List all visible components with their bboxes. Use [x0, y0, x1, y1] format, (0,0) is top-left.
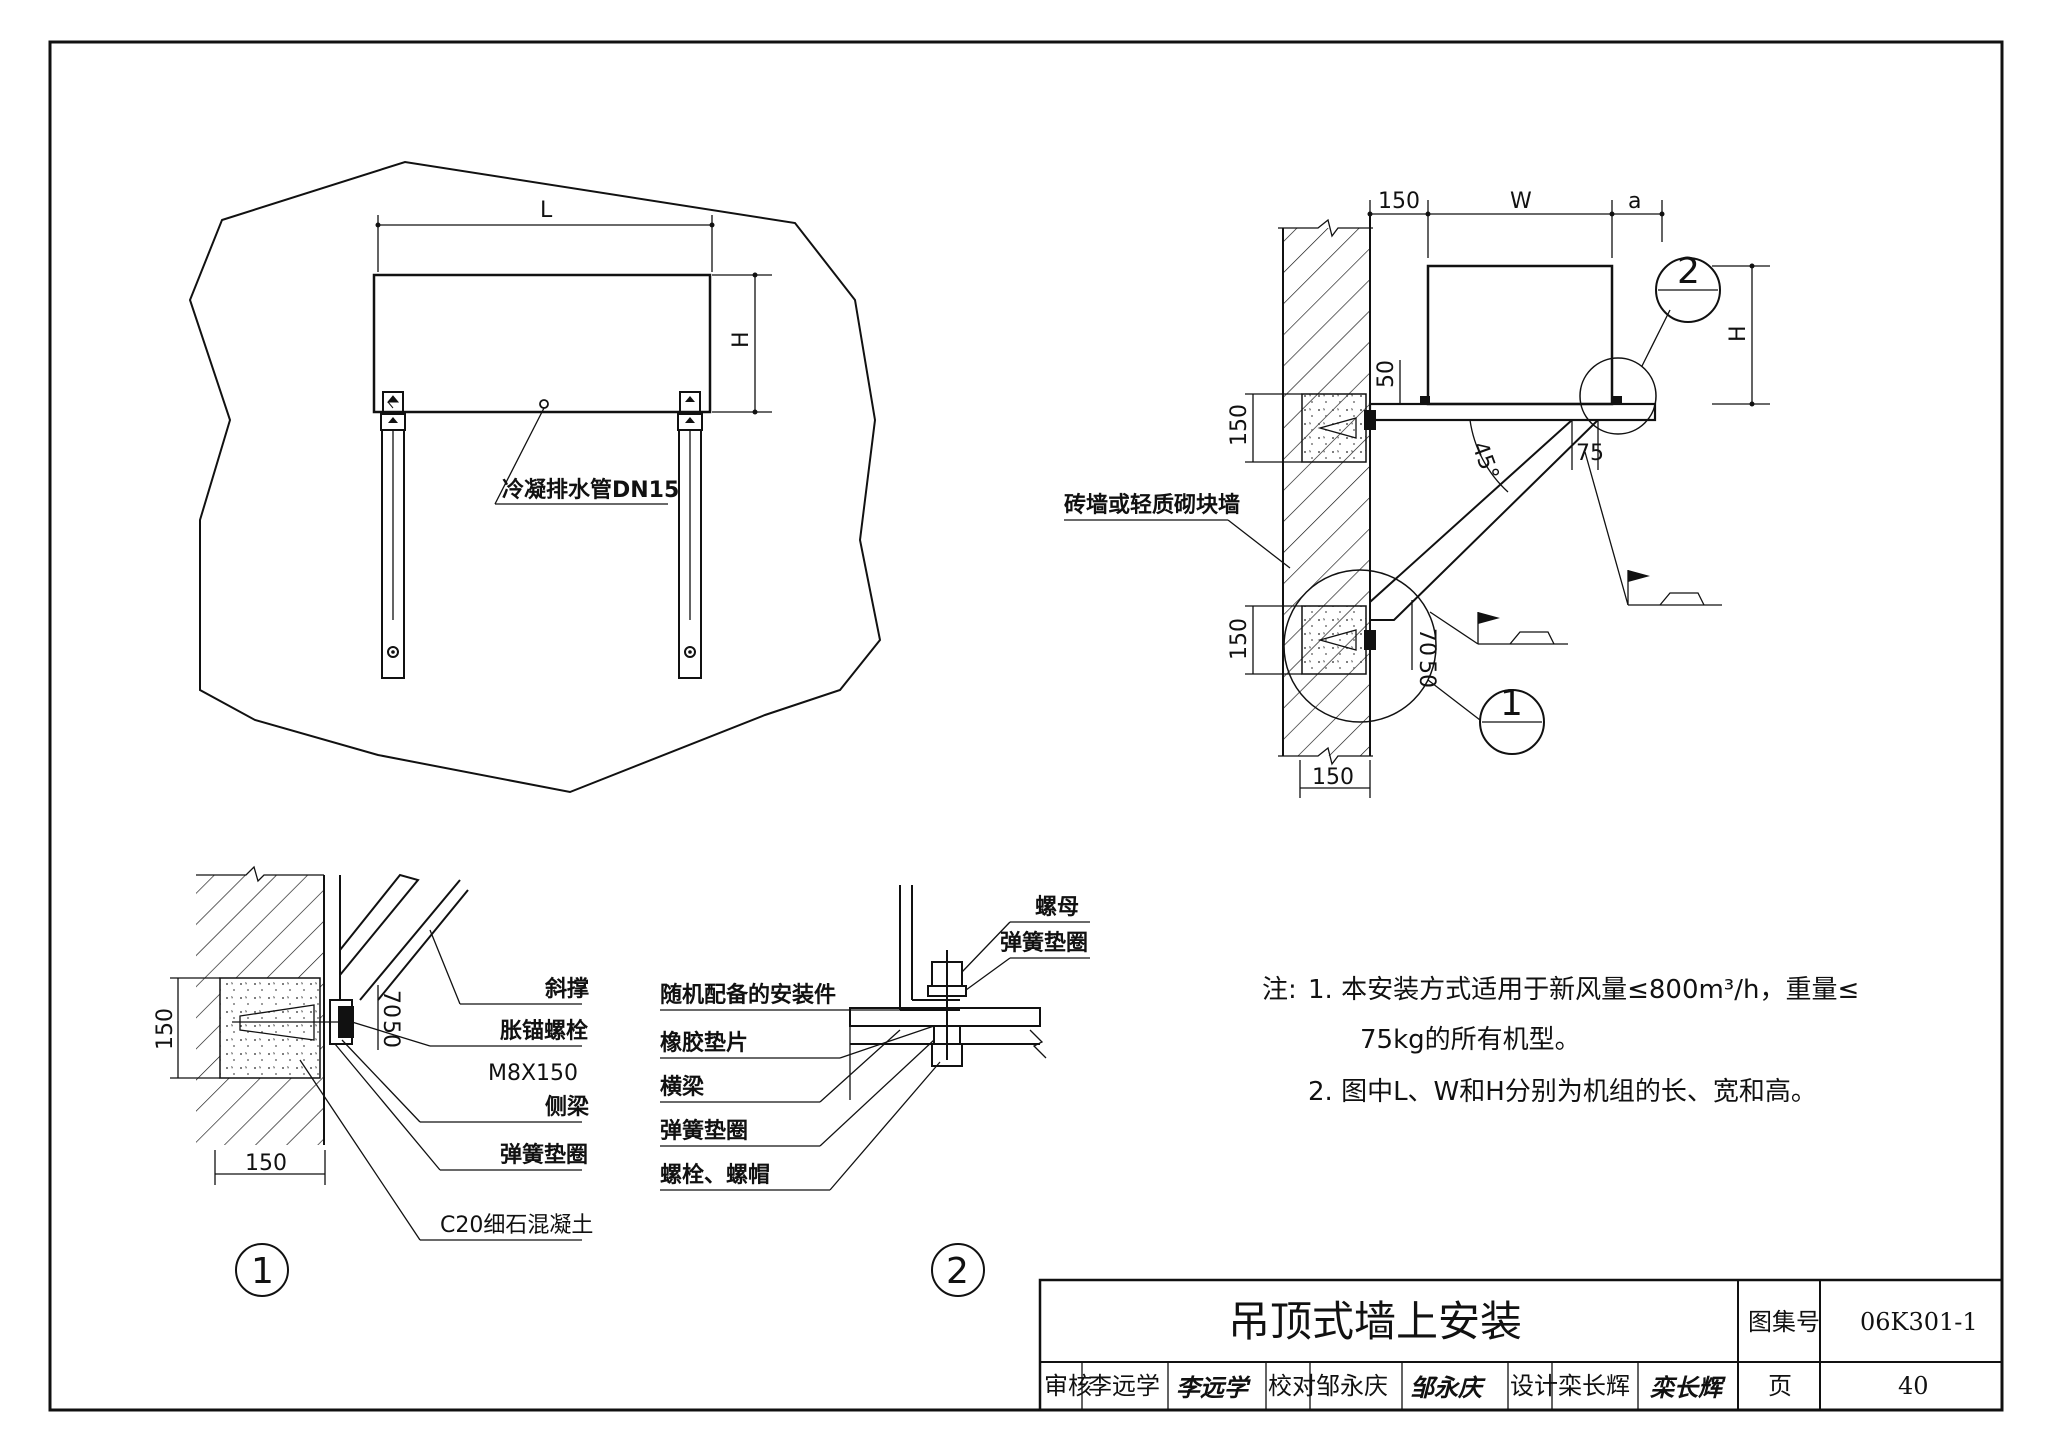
notes-line-1: 1. 本安装方式适用于新风量≤800m³/h，重量≤	[1308, 975, 1859, 1005]
detail-2-reference	[1655, 257, 1721, 323]
check-label: 校对	[1268, 1372, 1316, 1400]
svg-text:2: 2	[1677, 251, 1700, 292]
dim-75: 75	[1576, 441, 1604, 466]
detail-1-concrete	[219, 977, 321, 1079]
detail-2-label-spring-washer: 弹簧垫圈	[660, 1118, 748, 1144]
detail-2-number: 2	[946, 1251, 969, 1292]
front-view: L H 冷凝排水管DN15	[188, 160, 882, 794]
weld-symbol-lower	[1429, 611, 1568, 645]
left-leg-bolt	[387, 646, 399, 658]
detail-1-brace	[359, 879, 469, 1001]
drawing-border	[48, 40, 2004, 1412]
check-name: 邹永庆	[1316, 1372, 1388, 1400]
detail-2-nut-bottom	[931, 1043, 963, 1067]
right-leg-bolt	[684, 646, 696, 658]
detail-1-label-bolt-size: M8X150	[488, 1061, 578, 1086]
detail-1-dim-150-vert: 150	[153, 1008, 178, 1050]
dim-50: 50	[1374, 360, 1399, 388]
dim-w: W	[1510, 189, 1532, 214]
detail-1-label-concrete: C20细石混凝土	[440, 1213, 593, 1238]
detail-1-dim-70: 70	[378, 990, 403, 1018]
upper-concrete-block	[1301, 393, 1367, 463]
unit-side	[1426, 264, 1614, 406]
dim-a: a	[1628, 189, 1641, 214]
detail-1: 150 70 50 150 斜撑 胀锚螺栓 M8X150 侧梁 弹簧垫圈 C20…	[153, 865, 593, 1297]
detail-2-label-cross-beam: 横梁	[660, 1075, 704, 1100]
break-outline	[188, 160, 882, 794]
review-signature: 李远学	[1176, 1373, 1251, 1402]
detail-1-dim-150-horiz: 150	[245, 1151, 287, 1176]
detail-2-label-kit: 随机配备的安装件	[660, 982, 836, 1008]
detail-1-label-spring-washer: 弹簧垫圈	[500, 1142, 588, 1168]
dim-l: L	[540, 198, 553, 223]
detail-2-label-nut: 螺母	[1035, 895, 1079, 920]
design-label: 设计	[1510, 1372, 1558, 1400]
drawing-title: 吊顶式墙上安装	[1228, 1297, 1522, 1346]
atlas-label: 图集号	[1748, 1308, 1820, 1336]
right-bracket-clip	[679, 391, 701, 413]
notes-line-1b: 75kg的所有机型。	[1360, 1025, 1581, 1055]
detail-1-label-anchor-bolt: 胀锚螺栓	[500, 1018, 588, 1044]
svg-text:1: 1	[1500, 683, 1523, 724]
lower-concrete-block	[1301, 605, 1367, 675]
page-label: 页	[1768, 1372, 1792, 1400]
unit-body	[372, 273, 712, 414]
dim-h-side: H	[1726, 325, 1751, 342]
notes-line-2: 2. 图中L、W和H分别为机组的长、宽和高。	[1308, 1077, 1817, 1107]
drain-pipe-label: 冷凝排水管DN15	[502, 477, 679, 503]
check-signature: 邹永庆	[1410, 1373, 1486, 1402]
detail-2: 螺母 弹簧垫圈 随机配备的安装件 橡胶垫片 横梁 弹簧垫圈 螺栓、螺帽 2	[660, 885, 1090, 1297]
title-block: 吊顶式墙上安装 图集号 06K301-1 审核 李远学 李远学 校对 邹永庆 邹…	[1038, 1278, 2004, 1412]
detail-1-callout-circle	[1283, 569, 1437, 723]
detail-1-number-circle	[235, 1243, 289, 1297]
page-number: 40	[1898, 1372, 1929, 1400]
wall-label: 砖墙或轻质砌块墙	[1064, 492, 1240, 518]
dim-45: 45°	[1466, 439, 1503, 484]
diagonal-brace	[1369, 419, 1601, 621]
atlas-number: 06K301-1	[1860, 1308, 1978, 1336]
left-bracket-clip	[382, 391, 404, 413]
review-name: 李远学	[1088, 1372, 1160, 1400]
dim-150-lower: 150	[1227, 618, 1252, 660]
dim-150-upper: 150	[1227, 404, 1252, 446]
detail-1-number: 1	[251, 1251, 274, 1292]
notes: 注: 1. 本安装方式适用于新风量≤800m³/h，重量≤ 75kg的所有机型。…	[1262, 975, 1859, 1107]
dim-h: H	[729, 331, 754, 348]
weld-symbol-upper	[1584, 451, 1722, 606]
dim-150-top: 150	[1378, 189, 1420, 214]
drain-pipe-outlet	[539, 399, 549, 409]
design-signature: 栾长辉	[1650, 1373, 1726, 1402]
detail-2-callout-circle	[1579, 357, 1657, 435]
detail-2-number-circle	[931, 1243, 985, 1297]
notes-prefix: 注:	[1262, 975, 1297, 1005]
detail-2-label-bolt-nut: 螺栓、螺帽	[660, 1163, 770, 1188]
side-view: 150 W a H 45° 75 150	[1064, 189, 1770, 798]
cross-beam	[1368, 402, 1657, 422]
detail-1-label-side-beam: 侧梁	[545, 1095, 589, 1120]
detail-2-label-spring-washer-top: 弹簧垫圈	[1000, 930, 1088, 956]
review-label: 审核	[1044, 1372, 1092, 1400]
detail-2-label-rubber-pad: 橡胶垫片	[660, 1030, 748, 1056]
design-name: 栾长辉	[1558, 1372, 1630, 1400]
detail-1-reference	[1479, 689, 1545, 755]
dim-150-bottom: 150	[1312, 765, 1354, 790]
detail-1-label-brace: 斜撑	[544, 976, 589, 1002]
wall-section	[1283, 228, 1370, 756]
